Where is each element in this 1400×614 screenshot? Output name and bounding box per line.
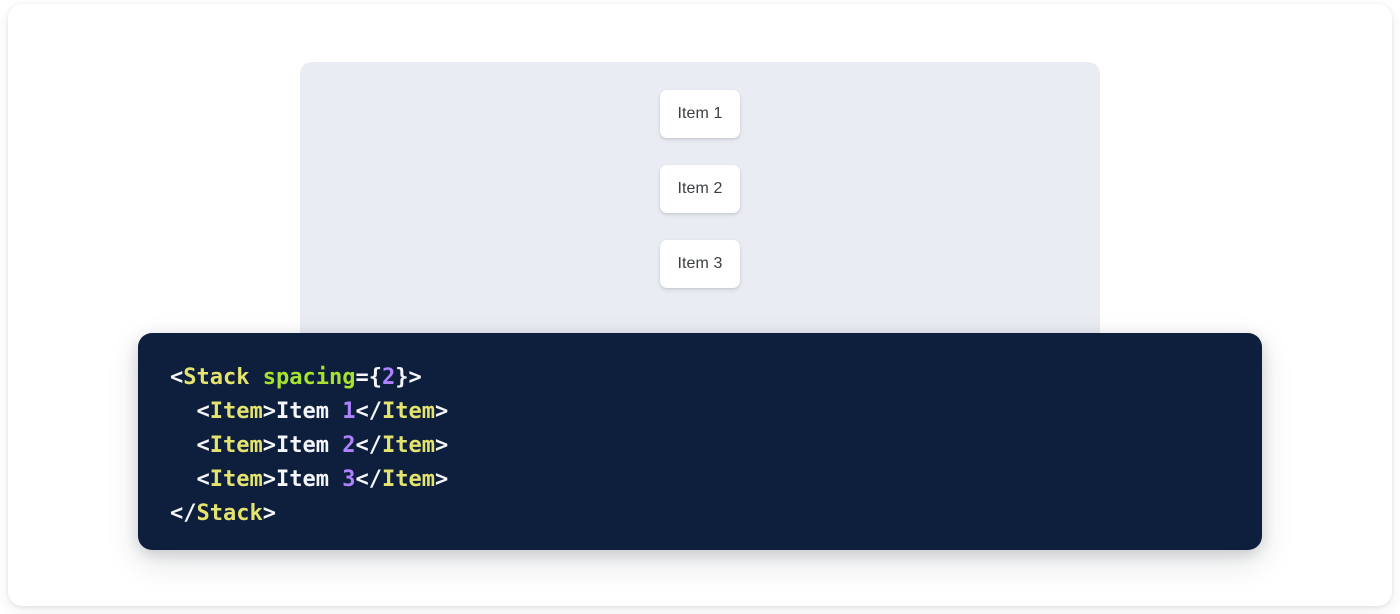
code-line: <Item>Item 3</Item> — [170, 463, 1230, 497]
code-token-punct: > — [434, 467, 449, 492]
code-token-punct: ={ — [355, 365, 382, 390]
code-token-num: 2 — [381, 365, 396, 390]
code-indent — [170, 467, 197, 492]
code-line: <Item>Item 1</Item> — [170, 395, 1230, 429]
code-token-num: 1 — [342, 399, 356, 424]
code-token-punct: > — [262, 467, 276, 492]
code-indent — [170, 433, 197, 458]
code-token-text: Item — [275, 433, 343, 458]
code-token-tag: Item — [209, 467, 263, 492]
code-token-tag: Item — [381, 433, 435, 458]
code-token-attr: spacing — [262, 365, 356, 390]
code-block: <Stack spacing={2}> <Item>Item 1</Item> … — [138, 333, 1262, 550]
code-token-punct: }> — [395, 365, 422, 390]
stack-item[interactable]: Item 1 — [660, 90, 740, 138]
stack-item[interactable]: Item 2 — [660, 165, 740, 213]
code-token-punct: </ — [170, 501, 197, 526]
code-token-tag: Item — [209, 433, 263, 458]
stack-preview-panel: Item 1 Item 2 Item 3 — [300, 62, 1100, 352]
code-token-text: Item — [275, 399, 343, 424]
code-token-tag: Item — [209, 399, 263, 424]
stack-item-label: Item 2 — [677, 180, 723, 197]
code-token-num: 2 — [342, 433, 356, 458]
code-token-tag: Stack — [183, 365, 250, 390]
code-token-punct: < — [170, 365, 184, 390]
code-token-punct: > — [262, 399, 276, 424]
code-line: <Stack spacing={2}> — [170, 361, 1230, 395]
code-token-punct: > — [262, 433, 276, 458]
code-token-tag: Item — [381, 467, 435, 492]
code-snippet[interactable]: <Stack spacing={2}> <Item>Item 1</Item> … — [170, 361, 1230, 531]
stack-container: Item 1 Item 2 Item 3 — [300, 62, 1100, 288]
stack-item-label: Item 3 — [677, 255, 723, 272]
stack-item[interactable]: Item 3 — [660, 240, 740, 288]
code-token-punct: > — [434, 399, 449, 424]
stack-item-label: Item 1 — [677, 105, 723, 122]
code-line: </Stack> — [170, 497, 1230, 531]
code-token-text: Item — [275, 467, 343, 492]
code-indent — [170, 399, 197, 424]
code-token-punct: > — [434, 433, 449, 458]
code-token-tag: Item — [381, 399, 435, 424]
code-token-punct: </ — [355, 399, 382, 424]
code-line: <Item>Item 2</Item> — [170, 429, 1230, 463]
code-token-punct: < — [196, 399, 210, 424]
code-token-tag: Stack — [196, 501, 263, 526]
code-token-punct: </ — [355, 467, 382, 492]
code-token-punct: </ — [355, 433, 382, 458]
code-token-punct: < — [196, 433, 210, 458]
code-token-punct: > — [262, 501, 276, 526]
code-token-text — [249, 365, 262, 390]
code-token-num: 3 — [342, 467, 356, 492]
code-token-punct: < — [196, 467, 210, 492]
